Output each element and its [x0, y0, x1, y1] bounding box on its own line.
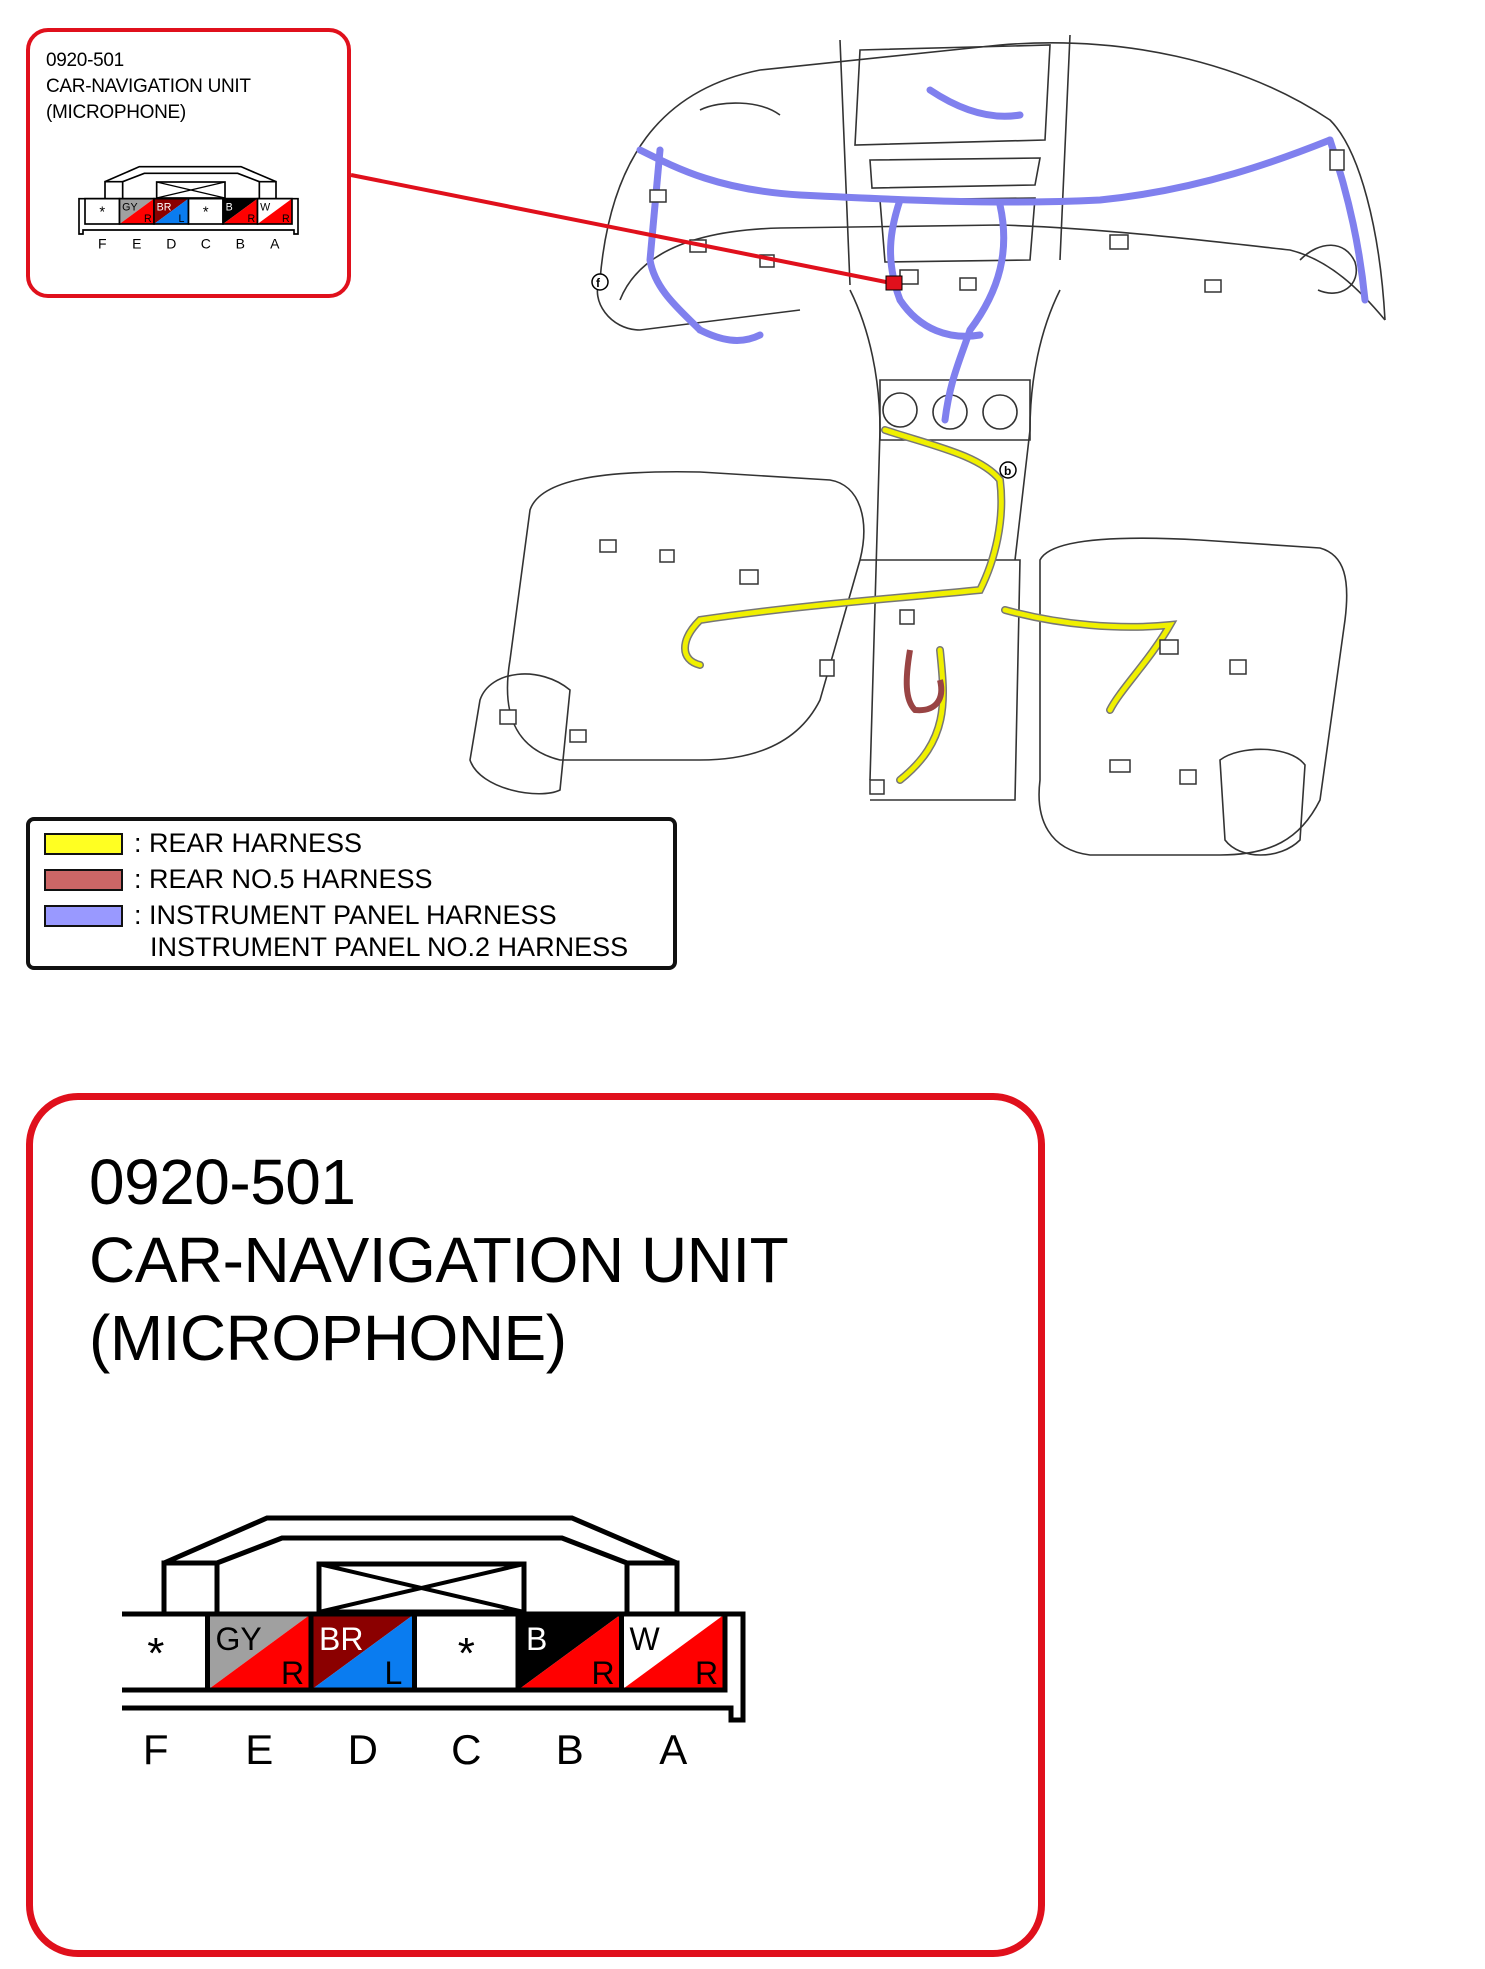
large-pin-a-color-bottom: R	[695, 1655, 718, 1691]
large-pin-e-color-top: GY	[216, 1621, 262, 1657]
large-pin-label-a: A	[659, 1726, 687, 1773]
connector-callout-small	[26, 28, 351, 298]
legend-label-rear-harness: : REAR HARNESS	[134, 828, 363, 858]
large-pin-b-color-top: B	[526, 1621, 547, 1657]
small-pin-d-color-bottom: L	[179, 213, 185, 225]
large-pin-b-color-bottom: R	[592, 1655, 615, 1691]
large-pin-label-b: B	[556, 1726, 584, 1773]
diagram-label-f: f	[596, 276, 601, 290]
small-connector-shell	[78, 197, 299, 235]
large-pin-b: BRB	[515, 1611, 624, 1773]
small-pin-c-marker: *	[203, 205, 209, 221]
rear-no5-harness	[903, 649, 945, 714]
small-connector-body	[104, 165, 277, 199]
small-connector-code: 0920-501	[46, 50, 124, 71]
large-pin-c-marker: *	[458, 1629, 475, 1678]
small-pin-b: BRB	[222, 197, 259, 252]
large-pin-a-color-top: W	[630, 1621, 661, 1657]
legend-swatch-instrument-panel-harness	[44, 905, 123, 927]
small-pin-label-a: A	[270, 236, 280, 252]
vehicle-outline	[469, 34, 1386, 856]
large-connector-code: 0920-501	[89, 1146, 356, 1218]
rear-harness	[681, 426, 1178, 784]
small-pin-d: BR LD	[153, 197, 190, 252]
small-pin-a-color-bottom: R	[282, 213, 290, 225]
small-pin-label-f: F	[98, 236, 107, 252]
legend-swatch-rear-harness	[44, 833, 123, 855]
connector-location-marker	[885, 275, 903, 291]
large-connector-shell	[122, 1611, 746, 1723]
small-pin-a-color-top: W	[260, 202, 271, 214]
small-pin-label-b: B	[236, 236, 245, 252]
large-pin-d-color-top: BR	[319, 1621, 363, 1657]
large-connector-body	[161, 1515, 680, 1615]
small-pin-f: *F	[84, 197, 121, 252]
callout-pointer-line	[350, 173, 897, 286]
legend-label-rear-no5-harness: : REAR NO.5 HARNESS	[134, 864, 433, 894]
large-pin-e-color-bottom: R	[281, 1655, 304, 1691]
small-pin-b-color-top: B	[226, 202, 233, 214]
large-pin-label-e: E	[245, 1726, 273, 1773]
small-pin-label-d: D	[166, 236, 176, 252]
harness-legend: : REAR HARNESS : REAR NO.5 HARNESS : INS…	[26, 817, 677, 970]
large-pin-label-f: F	[143, 1726, 169, 1773]
connector-blocks	[499, 149, 1345, 795]
small-pin-e-color-top: GY	[122, 202, 137, 214]
large-connector-name: CAR-NAVIGATION UNIT	[89, 1224, 789, 1296]
legend-swatch-rear-no5-harness	[44, 869, 123, 891]
large-pin-a: WRA	[619, 1611, 728, 1773]
connector-callout-large	[26, 1093, 1045, 1957]
large-pin-d-color-bottom: L	[385, 1655, 403, 1691]
small-connector-subtitle: (MICROPHONE)	[46, 102, 186, 123]
small-pin-label-e: E	[132, 236, 141, 252]
large-pin-e: GY RE	[205, 1611, 314, 1773]
small-connector-name: CAR-NAVIGATION UNIT	[46, 76, 251, 97]
large-pin-c: *C	[412, 1611, 521, 1773]
small-pin-a: WRA	[256, 197, 293, 252]
legend-label-instrument-panel-harness: : INSTRUMENT PANEL HARNESS	[134, 900, 557, 930]
small-pin-f-marker: *	[99, 205, 105, 221]
large-pin-d: BR LD	[308, 1611, 417, 1773]
small-pin-b-color-bottom: R	[248, 213, 256, 225]
legend-label-instrument-panel-no2-harness: INSTRUMENT PANEL NO.2 HARNESS	[150, 932, 629, 962]
large-pin-f-marker: *	[147, 1629, 164, 1678]
small-pin-label-c: C	[201, 236, 211, 252]
small-pin-e-color-bottom: R	[144, 213, 152, 225]
large-pin-f: *F	[122, 1611, 210, 1773]
diagram-label-b: b	[1004, 464, 1011, 478]
large-connector-subtitle: (MICROPHONE)	[89, 1302, 567, 1374]
large-pin-label-d: D	[348, 1726, 378, 1773]
large-pin-label-c: C	[451, 1726, 481, 1773]
small-pin-d-color-top: BR	[157, 202, 172, 214]
small-pin-e: GY RE	[118, 197, 155, 252]
small-pin-c: *C	[187, 197, 224, 252]
